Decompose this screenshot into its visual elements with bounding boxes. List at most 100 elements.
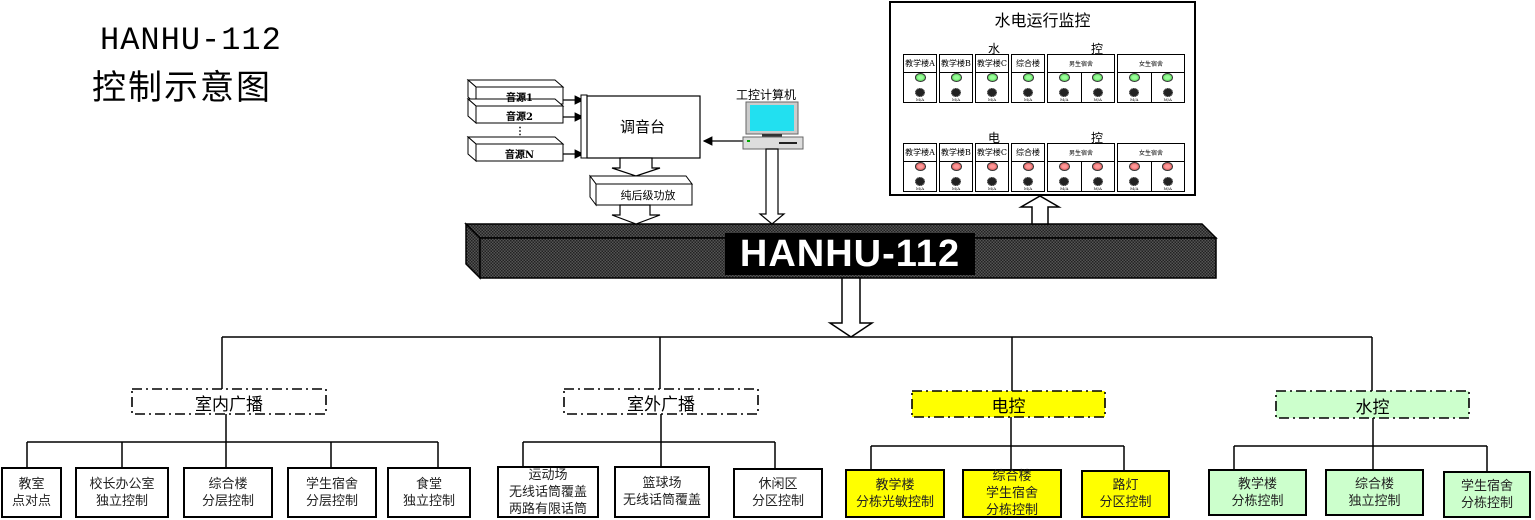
mode-switch-knob[interactable]: [1023, 87, 1033, 97]
mode-switch-knob[interactable]: [1162, 176, 1173, 186]
category-indoor-broadcast: 室内广播: [195, 394, 263, 415]
power-channel: M/A: [904, 162, 936, 191]
mixer-box: [580, 94, 701, 159]
hub-label: HANHU-112: [725, 233, 975, 275]
mode-switch-knob[interactable]: [1162, 87, 1173, 97]
mode-switch-knob[interactable]: [1059, 176, 1070, 186]
category-water-control: 水控: [1355, 397, 1390, 418]
water-panel-name: 男生宿舍: [1048, 55, 1114, 73]
mode-switch-knob[interactable]: [1092, 176, 1103, 186]
water-channel: M/A: [976, 73, 1008, 102]
power-channel: M/A: [1118, 162, 1151, 191]
mode-switch-knob[interactable]: [987, 87, 997, 97]
leaf-canteen: 食堂 独立控制: [387, 467, 471, 518]
hub-to-monitor-arrow: [1018, 195, 1062, 225]
water-channel: M/A: [1150, 73, 1185, 102]
power-channel: M/A: [1012, 162, 1044, 191]
mode-switch-label: M/A: [1130, 97, 1139, 102]
power-panel: 教学楼B M/A: [939, 143, 973, 192]
distribution-lines: [26, 336, 1488, 471]
mode-switch-knob[interactable]: [1129, 176, 1140, 186]
power-panel-name: 教学楼C: [976, 144, 1008, 162]
mode-switch-label: M/A: [1093, 97, 1102, 102]
monitor-title: 水电运行监控: [994, 11, 1091, 30]
mode-switch-knob[interactable]: [1129, 87, 1140, 97]
mode-switch-knob[interactable]: [915, 176, 925, 186]
pc-label: 工控计算机: [736, 88, 797, 102]
power-channel: M/A: [1048, 162, 1081, 191]
mode-switch-knob[interactable]: [951, 176, 961, 186]
status-led-icon: [986, 73, 998, 82]
mode-switch-knob[interactable]: [1023, 176, 1033, 186]
audio-source-ellipsis: ⋮: [515, 125, 525, 137]
water-panel-name: 教学楼A: [904, 55, 936, 73]
water-panel-name: 教学楼C: [976, 55, 1008, 73]
power-panel: 教学楼C M/A: [975, 143, 1009, 192]
power-channel: M/A: [1150, 162, 1185, 191]
mode-switch-label: M/A: [987, 186, 997, 191]
amplifier-box: [589, 174, 693, 207]
mode-switch-label: M/A: [1163, 97, 1172, 102]
water-channel: M/A: [904, 73, 936, 102]
mode-switch-label: M/A: [1060, 186, 1069, 191]
status-led-icon: [950, 73, 962, 82]
mode-switch-label: M/A: [915, 97, 925, 102]
water-panel: 教学楼B M/A: [939, 54, 973, 103]
mode-switch-knob[interactable]: [951, 87, 961, 97]
mode-switch-knob[interactable]: [1092, 87, 1103, 97]
status-led-icon: [1162, 73, 1174, 82]
leaf-classroom: 教室 点对点: [1, 467, 62, 518]
leaf-basketball-court: 篮球场 无线话筒覆盖: [614, 466, 710, 518]
status-led-icon: [950, 162, 962, 171]
leaf-dormitory-water: 学生宿舍 分栋控制: [1443, 471, 1531, 518]
leaf-dormitory: 学生宿舍 分层控制: [287, 467, 377, 518]
power-panel-name: 教学楼B: [940, 144, 972, 162]
leaf-streetlight-power: 路灯 分区控制: [1081, 470, 1170, 518]
status-led-icon: [1128, 162, 1140, 171]
mode-switch-label: M/A: [915, 186, 925, 191]
water-channel: M/A: [940, 73, 972, 102]
mode-switch-label: M/A: [1023, 186, 1033, 191]
water-panel-name: 教学楼B: [940, 55, 972, 73]
power-channel: M/A: [940, 162, 972, 191]
leaf-teaching-building-water: 教学楼 分栋控制: [1208, 469, 1307, 516]
mode-switch-label: M/A: [951, 97, 961, 102]
leaf-complex-dorm-power: 综合楼 学生宿舍 分栋控制: [962, 469, 1062, 518]
status-led-icon: [1022, 162, 1034, 171]
power-panel: 教学楼A M/A: [903, 143, 937, 192]
status-led-icon: [914, 162, 926, 171]
mode-switch-label: M/A: [1023, 97, 1033, 102]
power-panel-name: 男生宿舍: [1048, 144, 1114, 162]
mode-switch-label: M/A: [951, 186, 961, 191]
hub-down-arrow: [827, 277, 875, 338]
diagram-title-model: HANHU-112: [100, 22, 282, 59]
status-led-icon: [1092, 162, 1104, 171]
water-channel: M/A: [1048, 73, 1081, 102]
water-label-right: 控: [1091, 42, 1104, 56]
audio-source-1: 音源1: [506, 93, 533, 104]
status-led-icon: [1022, 73, 1034, 82]
audio-source-boxes: [466, 78, 565, 163]
status-led-icon: [986, 162, 998, 171]
diagram-title-caption: 控制示意图: [92, 68, 272, 108]
power-label-right: 控: [1091, 131, 1104, 145]
status-led-icon: [1058, 73, 1070, 82]
water-panel-name: 女生宿舍: [1118, 55, 1184, 73]
water-panel: 教学楼C M/A: [975, 54, 1009, 103]
audio-source-2: 音源2: [506, 112, 533, 123]
mode-switch-label: M/A: [1130, 186, 1139, 191]
mode-switch-label: M/A: [987, 97, 997, 102]
water-channel: M/A: [1080, 73, 1115, 102]
water-panel: 女生宿舍 M/A M/A: [1117, 54, 1185, 103]
mode-switch-knob[interactable]: [915, 87, 925, 97]
mode-switch-knob[interactable]: [987, 176, 997, 186]
leaf-complex-building-water: 综合楼 独立控制: [1325, 469, 1424, 516]
power-panel-name: 教学楼A: [904, 144, 936, 162]
mode-switch-knob[interactable]: [1059, 87, 1070, 97]
